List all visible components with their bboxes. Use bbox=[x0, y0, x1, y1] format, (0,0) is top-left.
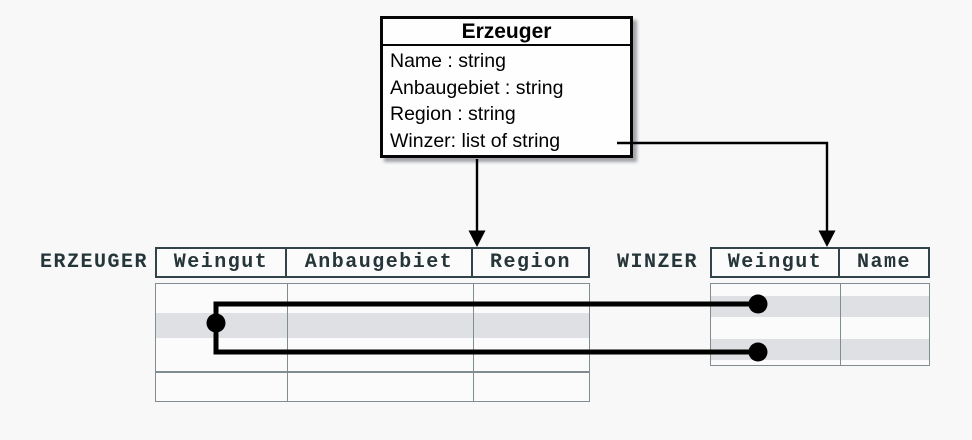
winzer-col-weingut: Weingut bbox=[712, 249, 840, 276]
erzeuger-table-body bbox=[155, 283, 590, 402]
erzeuger-row-divider bbox=[156, 371, 589, 373]
winzer-highlighted-row bbox=[711, 296, 929, 317]
erzeuger-col-region: Region bbox=[489, 251, 571, 274]
arrowhead-down-icon bbox=[468, 230, 486, 247]
arrow-class-to-erzeuger bbox=[468, 159, 486, 247]
erzeuger-col-anbaugebiet: Anbaugebiet bbox=[287, 249, 473, 276]
arrow-winzer-attr-to-winzer-table bbox=[617, 141, 836, 247]
winzer-header-row: Weingut Name bbox=[710, 247, 930, 278]
erzeuger-header-row: Weingut Anbaugebiet Region bbox=[155, 247, 590, 278]
erzeuger-column-divider bbox=[286, 284, 288, 401]
erzeuger-table-label: ERZEUGER bbox=[40, 251, 149, 274]
class-attribute-region: Region : string bbox=[390, 103, 516, 125]
winzer-highlighted-row bbox=[711, 339, 929, 360]
winzer-table-label: WINZER bbox=[617, 251, 699, 274]
winzer-table-body bbox=[710, 283, 930, 366]
class-attribute-name: Name : string bbox=[390, 50, 506, 72]
arrow-shaft bbox=[617, 141, 829, 233]
arrowhead-down-icon bbox=[818, 230, 836, 247]
class-attribute-list: Name : string Anbaugebiet : string Regio… bbox=[383, 46, 630, 154]
erzeuger-column-divider bbox=[472, 284, 474, 401]
winzer-column-divider bbox=[839, 284, 841, 365]
erzeuger-highlighted-row bbox=[156, 313, 589, 338]
class-attribute-anbaugebiet: Anbaugebiet : string bbox=[390, 76, 564, 99]
class-title: Erzeuger bbox=[383, 19, 630, 46]
erzeuger-col-weingut: Weingut bbox=[157, 249, 287, 276]
winzer-col-name: Name bbox=[856, 251, 911, 274]
class-attribute-winzer: Winzer: list of string bbox=[390, 129, 561, 152]
uml-class-box-erzeuger: Erzeuger Name : string Anbaugebiet : str… bbox=[380, 16, 633, 158]
